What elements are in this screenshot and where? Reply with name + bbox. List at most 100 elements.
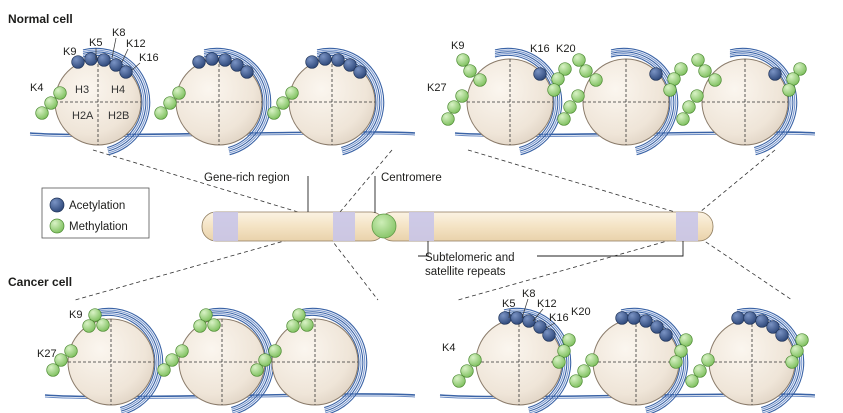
- acetyl-normal-left-2-0: [306, 56, 319, 69]
- acetyl-cancer-right-1-4: [660, 329, 673, 342]
- acetyl-cancer-right-1-0: [616, 312, 629, 325]
- acetylation-legend-swatch: [50, 198, 64, 212]
- chromosome-band-1: [213, 212, 238, 241]
- chromosome-band-3: [409, 212, 434, 241]
- methyl-k27-normal-right-1-2: [558, 113, 571, 126]
- repeats-label-line2: satellite repeats: [425, 266, 506, 278]
- residue-k27-normal-right: K27: [427, 82, 447, 94]
- acetyl-normal-left-1-2: [219, 54, 232, 67]
- methyl-k9-cancer-left-1-1: [208, 319, 221, 332]
- zoom-line-cancer-left-a: [75, 238, 295, 300]
- methyl-k27-normal-right-2-2: [677, 113, 690, 126]
- chromosome-band-2: [333, 212, 355, 241]
- methyl-k27-normal-right-2-0: [691, 90, 704, 103]
- centromere-marker: [372, 214, 396, 238]
- acetyl-k16-normal-right-0: [534, 68, 547, 81]
- methyl-k4-normal-left-1-2: [155, 107, 168, 120]
- centromere-label: Centromere: [381, 172, 442, 184]
- methyl-k27-normal-right-1-1: [564, 101, 577, 114]
- methyl-k4-cancer-right-2-0: [702, 354, 715, 367]
- residue-k27-cancer-left: K27: [37, 348, 57, 360]
- acetyl-normal-left-0-2: [98, 54, 111, 67]
- methyl-k9-normal-right-2-0: [692, 54, 705, 67]
- methyl-k9-normal-right-1-0: [573, 54, 586, 67]
- cancer-cell-title: Cancer cell: [8, 275, 72, 289]
- methylation-legend-swatch: [50, 219, 64, 233]
- methylation-legend-label: Methylation: [69, 221, 128, 233]
- methyl-k20-normal-right-2-2: [783, 84, 796, 97]
- residue-k5-cancer-right: K5: [502, 298, 515, 310]
- zoom-line-cancer-left-b: [330, 238, 378, 300]
- repeats-leader-right: [537, 241, 683, 256]
- histone-h3-label: H3: [75, 84, 89, 96]
- residue-k12-normal-left: K12: [126, 38, 146, 50]
- methyl-k27-cancer-left-2-2: [251, 364, 264, 377]
- methyl-k4-cancer-right-1-0: [586, 354, 599, 367]
- acetyl-cancer-right-2-1: [744, 312, 757, 325]
- residue-k16-cancer-right: K16: [549, 312, 569, 324]
- acetyl-cancer-right-0-4: [543, 329, 556, 342]
- methyl-k4-normal-left-2-0: [286, 87, 299, 100]
- acetyl-normal-left-1-1: [206, 53, 219, 66]
- acetyl-cancer-right-1-2: [640, 315, 653, 328]
- methyl-k27-cancer-left-2-0: [269, 345, 282, 358]
- methyl-k4-normal-left-0-1: [45, 97, 58, 110]
- methyl-k4-cancer-right-0-0: [469, 354, 482, 367]
- methyl-k4-normal-left-2-1: [277, 97, 290, 110]
- methyl-k27-normal-right-2-1: [683, 101, 696, 114]
- residue-k8-cancer-right: K8: [522, 288, 535, 300]
- chromosome-band-4: [676, 212, 698, 241]
- gene-rich-region-label: Gene-rich region: [204, 172, 290, 184]
- methyl-k27-cancer-left-0-2: [47, 364, 60, 377]
- chromosome: [202, 212, 713, 241]
- acetyl-k16-normal-right-1: [650, 68, 663, 81]
- methyl-k4-cancer-right-1-2: [570, 375, 583, 388]
- methyl-k27-normal-right-0-0: [456, 90, 469, 103]
- methyl-k27-cancer-left-1-2: [158, 364, 171, 377]
- methyl-k27-normal-right-1-0: [572, 90, 585, 103]
- residue-k9-normal-right: K9: [451, 40, 464, 52]
- methyl-k4-cancer-right-0-2: [453, 375, 466, 388]
- acetyl-normal-left-0-1: [85, 53, 98, 66]
- methyl-k27-cancer-left-0-0: [65, 345, 78, 358]
- methyl-k4-cancer-right-2-2: [686, 375, 699, 388]
- methyl-k9-cancer-left-0-1: [97, 319, 110, 332]
- methyl-k20-cancer-right-0-2: [553, 356, 566, 369]
- methyl-k9-cancer-left-0-2: [83, 320, 96, 333]
- methyl-k4-normal-left-1-1: [164, 97, 177, 110]
- zoom-line-normal-right-b: [700, 150, 775, 212]
- methyl-k27-normal-right-0-1: [448, 101, 461, 114]
- acetyl-cancer-right-2-2: [756, 315, 769, 328]
- acetyl-cancer-right-0-1: [511, 312, 524, 325]
- acetyl-normal-left-1-4: [241, 66, 254, 79]
- methyl-k9-normal-right-2-1: [699, 65, 712, 78]
- residue-k4-normal-left: K4: [30, 82, 43, 94]
- residue-k9-cancer-left: K9: [69, 309, 82, 321]
- methyl-k9-normal-right-0-1: [464, 65, 477, 78]
- methyl-k9-cancer-left-1-2: [194, 320, 207, 333]
- methyl-k9-normal-right-2-2: [709, 74, 722, 87]
- residue-k16-normal-left: K16: [139, 52, 159, 64]
- residue-k12-cancer-right: K12: [537, 298, 557, 310]
- methyl-k4-normal-left-0-0: [54, 87, 67, 100]
- histone-h2b-label: H2B: [108, 110, 129, 122]
- acetyl-normal-left-2-4: [354, 66, 367, 79]
- acetyl-cancer-right-2-0: [732, 312, 745, 325]
- acetyl-normal-left-0-4: [120, 66, 133, 79]
- residue-k16-normal-right: K16: [530, 43, 550, 55]
- residue-k8-normal-left: K8: [112, 27, 125, 39]
- acetyl-k16-normal-right-2: [769, 68, 782, 81]
- methyl-k9-cancer-left-2-1: [301, 319, 314, 332]
- residue-k20-normal-right: K20: [556, 43, 576, 55]
- methyl-k4-normal-left-1-0: [173, 87, 186, 100]
- methyl-k27-cancer-left-1-0: [176, 345, 189, 358]
- methyl-k20-normal-right-0-2: [548, 84, 561, 97]
- acetyl-normal-left-1-0: [193, 56, 206, 69]
- residue-k20-cancer-right: K20: [571, 306, 591, 318]
- methyl-k4-normal-left-2-2: [268, 107, 281, 120]
- methyl-k27-normal-right-0-2: [442, 113, 455, 126]
- methyl-k20-cancer-right-2-2: [786, 356, 799, 369]
- methyl-k9-normal-right-1-1: [580, 65, 593, 78]
